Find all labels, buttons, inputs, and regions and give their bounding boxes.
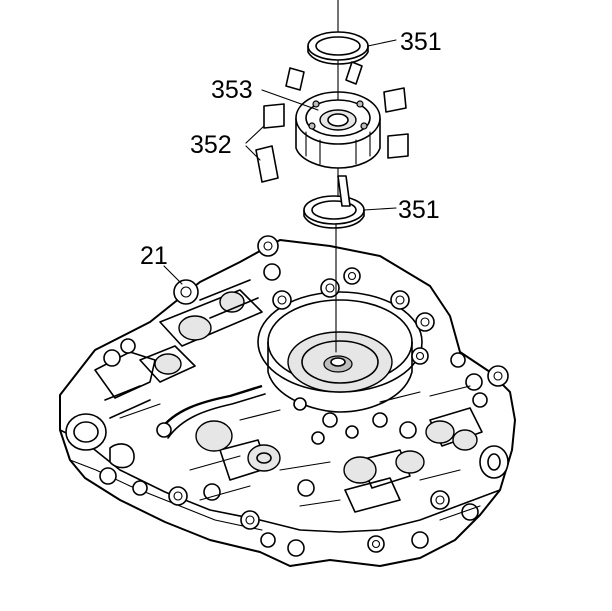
leader-lines bbox=[163, 39, 397, 285]
callout-351-upper: 351 bbox=[400, 28, 442, 56]
retainer-drum bbox=[295, 91, 381, 169]
seal-ring-upper bbox=[307, 31, 369, 65]
callout-352: 352 bbox=[190, 131, 232, 159]
assembly-axis-line bbox=[335, 0, 339, 353]
callout-353: 353 bbox=[211, 76, 253, 104]
callout-21: 21 bbox=[140, 242, 168, 270]
seal-ring-lower bbox=[303, 195, 365, 229]
callout-351-lower: 351 bbox=[398, 196, 440, 224]
spring-set bbox=[255, 61, 409, 207]
valve-body bbox=[59, 235, 516, 567]
